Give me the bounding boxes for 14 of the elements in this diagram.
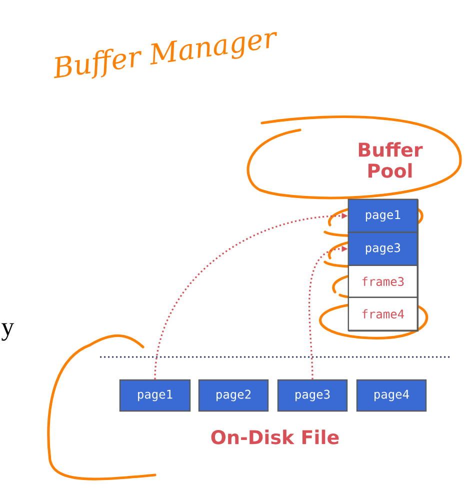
page-box: page4: [356, 379, 427, 412]
handwritten-title: Buffer Manager: [54, 32, 277, 79]
dotted-arrow: [154, 212, 348, 380]
cut-off-text: y: [2, 323, 14, 341]
frame-box: frame3: [348, 264, 418, 298]
page-box: page1: [119, 379, 191, 412]
section-heading: Buffer Pool: [358, 142, 423, 178]
page-box: page3: [348, 232, 418, 266]
dotted-arrow: [308, 246, 348, 380]
section-heading: On-Disk File: [211, 430, 339, 444]
page-box: page3: [277, 379, 348, 412]
page-box: page2: [198, 379, 269, 412]
page-box: page1: [348, 198, 418, 233]
frame-box: frame4: [348, 296, 418, 331]
